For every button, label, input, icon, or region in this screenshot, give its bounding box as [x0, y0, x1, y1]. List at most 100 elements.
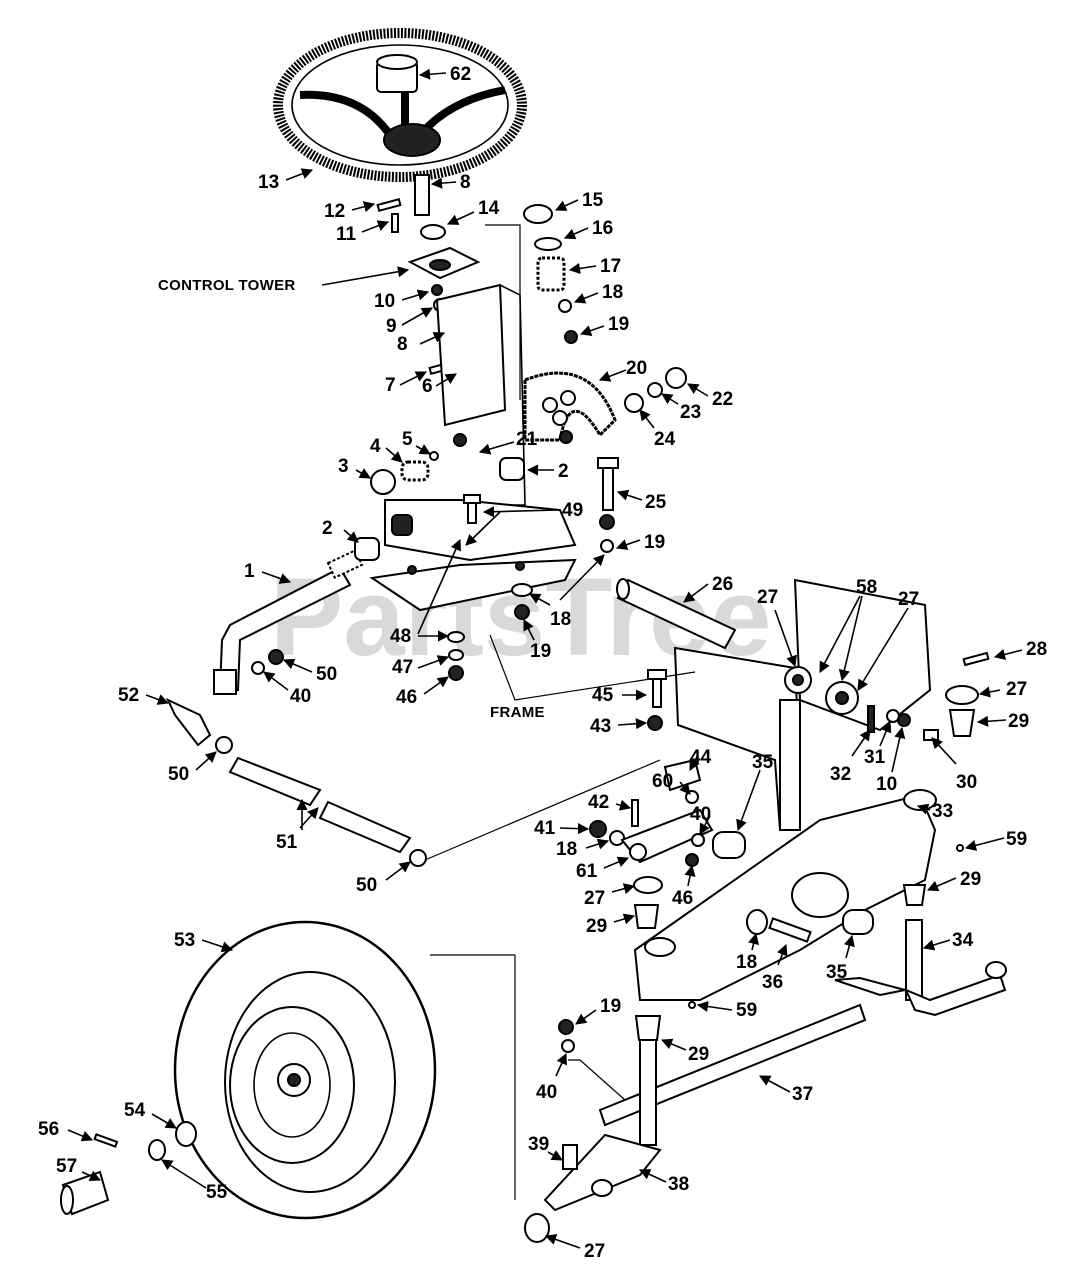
leader-line-frame	[489, 634, 696, 701]
sector-gear-20	[523, 371, 617, 444]
spring-4	[400, 460, 430, 482]
callout-46-arm: 46	[672, 888, 693, 909]
callout-29-arm: 29	[586, 916, 607, 937]
leader-line-bracket	[485, 224, 521, 400]
callout-57: 57	[56, 1156, 77, 1177]
bolt-36	[768, 917, 812, 943]
callout-35-upper: 35	[752, 752, 774, 773]
callout-41: 41	[534, 818, 556, 839]
bolt-45	[647, 669, 667, 708]
callout-54: 54	[124, 1100, 146, 1121]
washer-55	[148, 1139, 166, 1161]
callout-53: 53	[174, 930, 195, 951]
nut-50-right	[409, 849, 427, 867]
callout-50-right: 50	[356, 875, 377, 896]
callout-27-lower: 27	[584, 1241, 605, 1262]
callout-38: 38	[668, 1174, 689, 1195]
bushing-29-spindle	[902, 884, 927, 906]
callout-31: 31	[864, 747, 886, 768]
callout-33: 33	[932, 801, 953, 822]
nut-19-mid	[599, 514, 615, 530]
nut-46	[448, 665, 464, 681]
nut-19-top	[564, 330, 578, 344]
control-tower-caption: CONTROL TOWER	[158, 277, 296, 294]
callout-49: 49	[562, 500, 583, 521]
callout-19-mid: 19	[644, 532, 665, 553]
ball-5	[429, 451, 439, 461]
steering-shaft-1	[213, 549, 364, 695]
steering-wheel	[273, 28, 527, 182]
bushing-15	[523, 204, 553, 224]
callout-43: 43	[590, 716, 611, 737]
callout-6: 6	[422, 376, 433, 397]
callout-17: 17	[600, 256, 621, 277]
callout-21: 21	[516, 429, 538, 450]
callout-40-left: 40	[290, 686, 311, 707]
steering-cap	[376, 54, 418, 93]
callout-labels: 62 13 8 12 14 11 15 16 17 18 19 CONTROL …	[38, 64, 1047, 1262]
spindle-plate-right	[834, 976, 906, 997]
bolt-11	[391, 213, 399, 233]
callout-18-plate: 18	[550, 609, 571, 630]
pulley-27-left	[784, 666, 812, 694]
callout-22: 22	[712, 389, 733, 410]
callout-13: 13	[258, 172, 279, 193]
callout-16: 16	[592, 218, 613, 239]
washer-27-right	[945, 685, 979, 705]
callout-30: 30	[956, 772, 977, 793]
washer-16	[534, 237, 562, 251]
bolt-49	[463, 494, 481, 524]
callout-27-left: 27	[757, 587, 778, 608]
nut-3	[370, 469, 396, 495]
callout-47: 47	[392, 657, 413, 678]
bushing-29-lower	[634, 1015, 662, 1041]
washer-47	[448, 649, 464, 661]
pin-42	[631, 799, 639, 827]
bushing-2-lower	[354, 537, 380, 561]
nut-10-right	[897, 713, 911, 727]
pin-32	[867, 705, 875, 733]
callout-10-left: 10	[374, 291, 395, 312]
callout-35-lower: 35	[826, 962, 848, 983]
callout-24: 24	[654, 429, 676, 450]
spindle-38	[543, 1034, 662, 1212]
callout-40-lower: 40	[536, 1082, 557, 1103]
bushing-35-upper	[712, 831, 746, 859]
tube-26	[616, 578, 737, 650]
callout-27-far-right: 27	[1006, 679, 1027, 700]
callout-40-arm: 40	[690, 804, 711, 825]
bolt-30	[923, 729, 939, 741]
nut-19-lower	[558, 1019, 574, 1035]
callout-2-lower: 2	[322, 518, 333, 539]
leader-line-link	[424, 759, 661, 861]
callout-8-top: 8	[460, 172, 471, 193]
callout-27-right: 27	[898, 589, 919, 610]
callout-56: 56	[38, 1119, 59, 1140]
pin-28	[962, 651, 990, 667]
front-wheel	[173, 920, 437, 1220]
nut-50-mid	[215, 736, 233, 754]
callout-58: 58	[856, 577, 877, 598]
washer-23	[647, 382, 663, 398]
callout-2-upper: 2	[558, 461, 569, 482]
callout-29-far-right: 29	[1008, 711, 1029, 732]
callout-10-right: 10	[876, 774, 897, 795]
ball-joint-52	[165, 697, 212, 747]
washer-40-arm	[691, 833, 705, 847]
steering-arm-61	[620, 808, 714, 864]
bushing-14	[420, 224, 446, 240]
callout-48: 48	[390, 626, 411, 647]
callout-19-lower: 19	[600, 996, 621, 1017]
callout-23: 23	[680, 402, 701, 423]
callout-12: 12	[324, 201, 345, 222]
callout-4: 4	[370, 436, 381, 457]
callout-26: 26	[712, 574, 733, 595]
callout-45: 45	[592, 685, 614, 706]
front-axle-33	[633, 789, 937, 1001]
washer-18-top	[558, 299, 572, 313]
bushing-29-arm	[633, 904, 660, 929]
callout-11: 11	[336, 224, 357, 245]
callout-28: 28	[1026, 639, 1047, 660]
callout-60: 60	[652, 771, 673, 792]
nut-50-left	[268, 649, 284, 665]
